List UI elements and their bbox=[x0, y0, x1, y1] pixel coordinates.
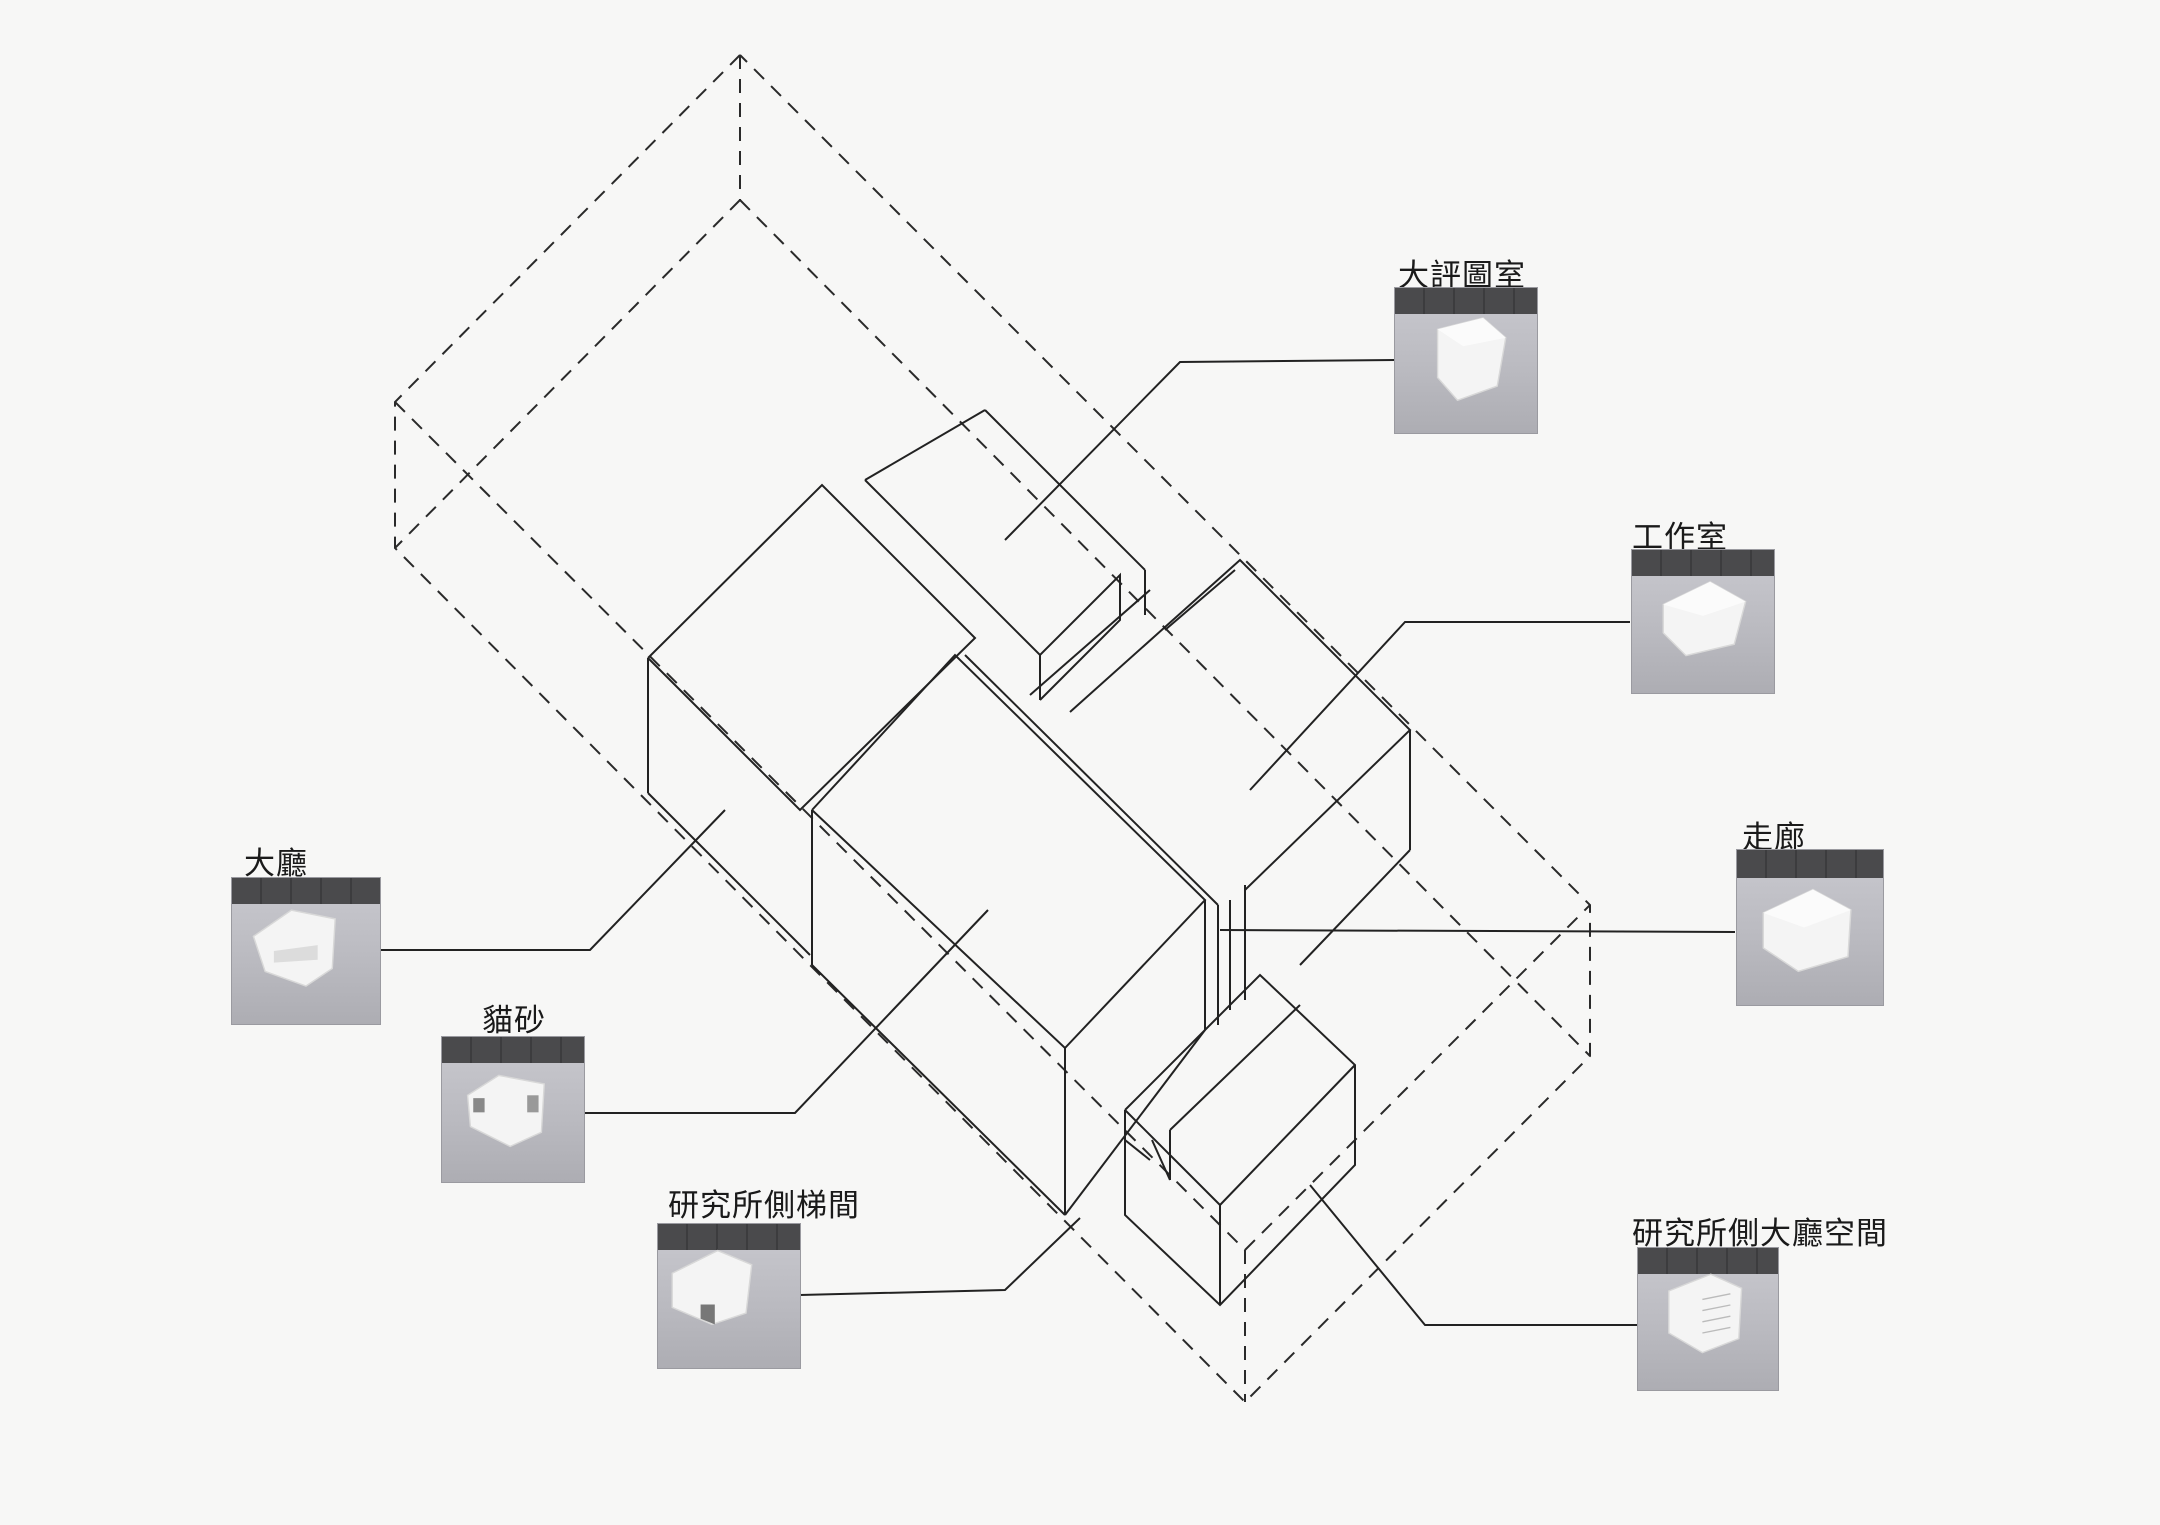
photo-review-room-model bbox=[1395, 288, 1537, 433]
leader-lobby bbox=[380, 809, 726, 951]
photo-studio-model bbox=[1632, 550, 1774, 693]
leader-corridor bbox=[1219, 929, 1736, 933]
photo-corridor-model bbox=[1737, 850, 1883, 1005]
leader-lines bbox=[380, 359, 1736, 1326]
leader-studio bbox=[1249, 621, 1630, 791]
label-cat-litter: 貓砂 bbox=[482, 1003, 546, 1039]
leader-cat-litter bbox=[580, 909, 989, 1114]
leader-review-room bbox=[1004, 359, 1396, 541]
photo-grad-lobby-model bbox=[1638, 1248, 1778, 1390]
leader-grad-lobby bbox=[1309, 1184, 1640, 1326]
massing-blocks bbox=[647, 409, 1412, 1307]
label-stairwell: 研究所側梯間 bbox=[668, 1188, 860, 1224]
label-grad-lobby-space: 研究所側大廳空間 bbox=[1632, 1216, 1888, 1252]
photo-cat-litter-model bbox=[442, 1037, 584, 1182]
photo-lobby-model bbox=[232, 878, 380, 1024]
leader-stairwell bbox=[799, 1217, 1081, 1296]
photo-stairwell-model bbox=[658, 1224, 800, 1368]
label-lobby: 大廳 bbox=[244, 846, 308, 882]
